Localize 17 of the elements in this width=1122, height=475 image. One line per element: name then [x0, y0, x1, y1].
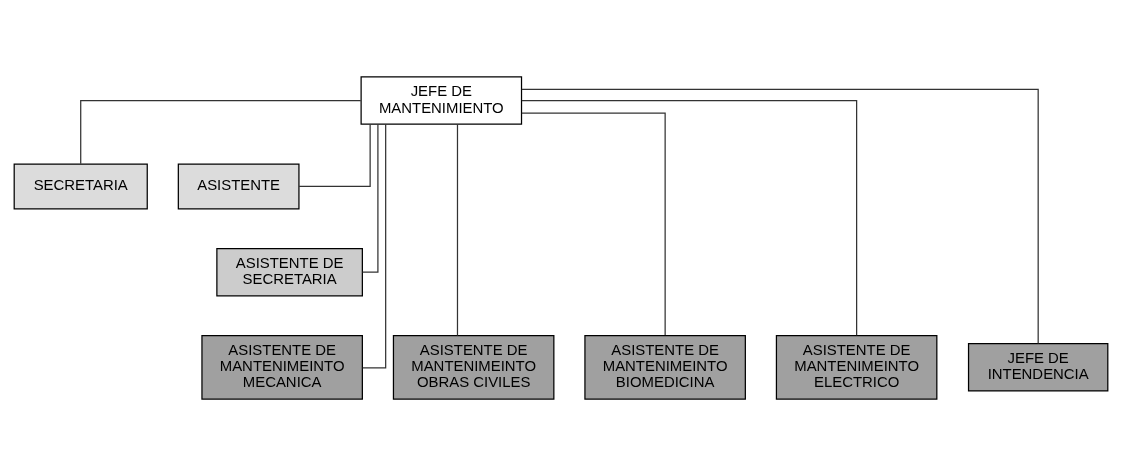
- connector: [298, 123, 371, 187]
- node-box: JEFE DE INTENDENCIA: [967, 342, 1109, 392]
- connector: [361, 123, 379, 273]
- connector: [456, 123, 459, 336]
- connector: [521, 88, 1039, 344]
- connector: [362, 123, 387, 369]
- node-box: ASISTENTE DE MANTENIMEINTO MECANICA: [201, 334, 363, 400]
- connector: [521, 99, 858, 336]
- node-box: JEFE DE MANTENIMIENTO: [360, 75, 523, 125]
- node-box: ASISTENTE DE MANTENIMEINTO BIOMEDICINA: [584, 334, 746, 400]
- node-box: ASISTENTE DE MANTENIMEINTO OBRAS CIVILES: [392, 334, 555, 400]
- node-box: ASISTENTE DE SECRETARIA: [216, 247, 363, 296]
- node-box: ASISTENTE DE MANTENIMEINTO ELECTRICO: [775, 334, 938, 400]
- connector: [80, 99, 362, 164]
- connector: [521, 111, 666, 336]
- node-box: SECRETARIA: [13, 162, 148, 209]
- node-box: ASISTENTE: [177, 162, 300, 209]
